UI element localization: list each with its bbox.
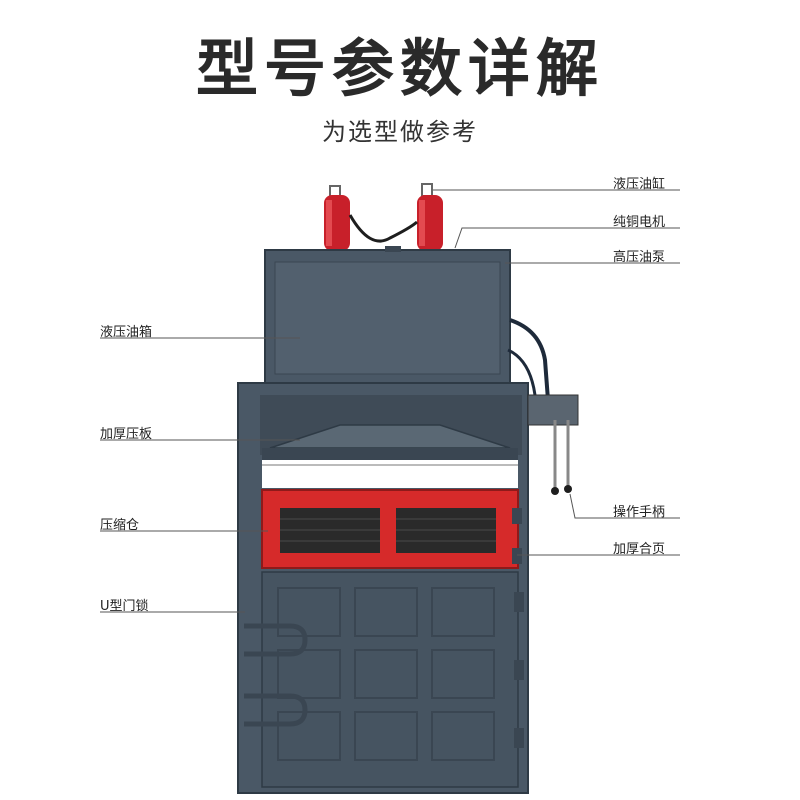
hinges: [512, 508, 524, 748]
u-door-locks: [244, 623, 308, 727]
label-hydraulic-tank: 液压油箱: [100, 325, 153, 340]
hydraulic-cylinders: [324, 183, 443, 251]
label-hydraulic-cylinder: 液压油缸: [613, 177, 666, 192]
operating-handles: [527, 394, 579, 495]
label-compression-chamber: 压缩仓: [100, 518, 140, 533]
label-operating-handle: 操作手柄: [613, 505, 666, 520]
label-thick-hinge: 加厚合页: [613, 542, 666, 557]
label-thick-press-plate: 加厚压板: [100, 427, 153, 442]
label-u-door-lock: U型门锁: [100, 599, 149, 614]
press-plate: [262, 424, 518, 488]
page-title: 型号参数详解: [195, 32, 604, 105]
hydraulic-tank: [264, 246, 550, 401]
compression-chamber: [261, 489, 519, 569]
leader-lines: [100, 189, 680, 613]
page-subtitle: 为选型做参考: [322, 118, 478, 146]
label-copper-motor: 纯铜电机: [613, 215, 666, 230]
label-high-pressure-pump: 高压油泵: [613, 250, 666, 265]
lower-door: [261, 571, 519, 788]
